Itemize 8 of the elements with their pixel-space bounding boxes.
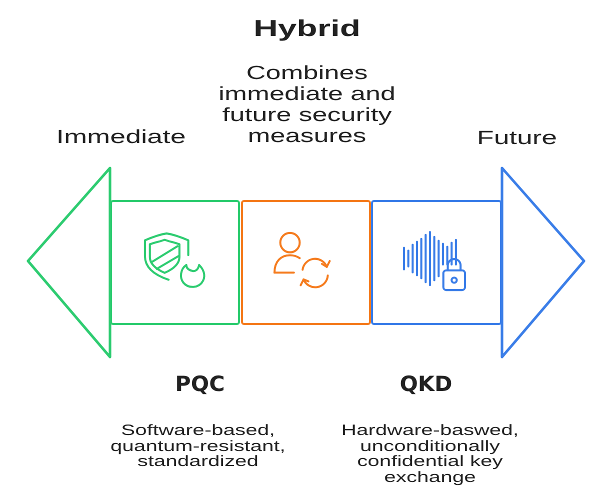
stage-title: QKD [400, 374, 452, 395]
stage-description: Hardware-baswed, unconditionally confidential key exchange [340, 423, 520, 485]
stage-title: Hybrid [253, 17, 361, 40]
stage-description: Software-based, quantum-resistant, standardized [109, 423, 287, 470]
stage-description: Combines immediate and future security measures [218, 63, 396, 147]
stage-title: PQC [175, 374, 225, 395]
scale-end-label: Future [476, 128, 558, 149]
scale-end-label: Immediate [56, 127, 186, 148]
